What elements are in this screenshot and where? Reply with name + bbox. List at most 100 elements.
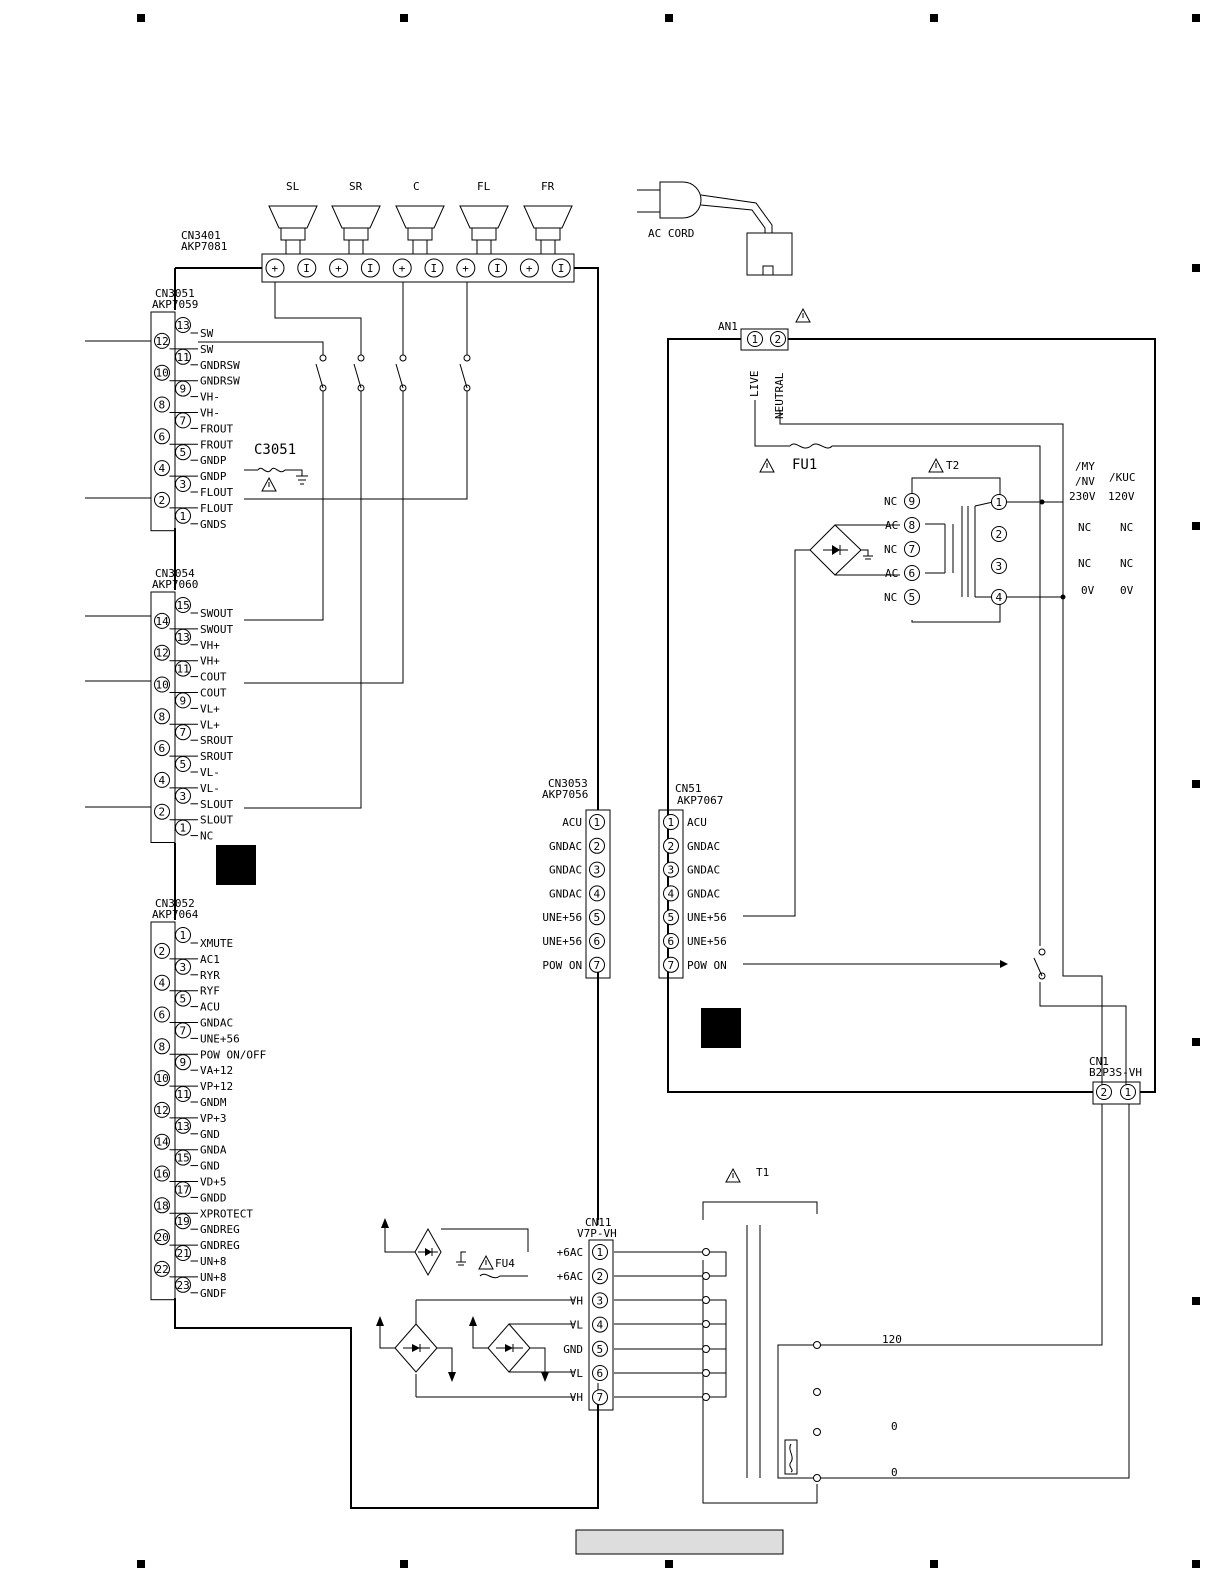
t2-right-pin [991,558,1007,574]
cn3054-pin-number: 3 [180,790,187,803]
cn3053-pin-label: GNDAC [549,887,582,900]
cn3401-part: AKP7081 [181,240,227,253]
cn3051-pin [154,460,170,477]
cn3053-pin-label: UNE+56 [542,911,582,924]
cn3052-pin-number: 11 [177,1088,190,1101]
cn3051-pin [154,364,170,381]
cn3401-terminal-mark: + [399,262,406,275]
cn3053-pin [589,933,605,949]
cn3053-connector: CN3053AKP70561ACU2GNDAC3GNDAC4GNDAC5UNE+… [542,777,611,979]
cn3051-pin [175,317,191,333]
cn3401-terminal [297,258,317,278]
cn3054-pin [175,660,191,677]
cn3052-pin-number: 15 [177,1152,190,1165]
cn3052-pin-number: 8 [159,1040,166,1053]
cn3052-pin-number: 19 [177,1215,190,1228]
c3051-label: C3051 [254,442,296,458]
cn3052-pin-number: 4 [159,977,166,990]
cn51-pin-number: 1 [668,816,675,829]
an1-pin [747,331,763,347]
cn3052-pin-label: GNDAC [200,1017,233,1030]
cn3054-pin-number: 6 [159,742,166,755]
cn3052-pin [175,1181,191,1198]
cn11-pin-label: VH [570,1391,583,1404]
cn3053-pin-number: 5 [594,911,601,924]
cn3054-pin [154,740,170,757]
cn51-pin-label: GNDAC [687,887,720,900]
cn3052-pin-label: VD+5 [200,1176,227,1189]
cn3051-pin-number: 5 [180,446,187,459]
cn3051-pin-label: VH- [200,407,220,420]
cn3401-terminal [519,258,539,278]
cn3401-terminal-mark: I [558,262,565,275]
cn3052-pin-label: UNE+56 [200,1032,240,1045]
t2-right-pin-number: 2 [996,528,1003,541]
cn3054-pin-number: 5 [180,758,187,771]
cn3052-pin [154,1006,170,1023]
cn3054-pin-number: 1 [180,822,187,835]
cn3051-pin [175,476,191,492]
speaker-fr: FR [523,180,573,254]
cn51-part: AKP7067 [677,794,723,807]
cn3051-pin-number: 9 [180,383,187,396]
cn11-pin-number: 7 [597,1391,604,1404]
cn3054-pin-label: VL- [200,766,220,779]
cn3054-connector: CN3054AKP706015SWOUT14SWOUT13VH+12VH+11C… [150,567,233,843]
cn3052-pin-number: 2 [159,945,166,958]
cn3052-pin-number: 14 [156,1136,170,1149]
cn3053-pin [589,956,605,973]
cn3054-pin-label: NC [200,830,213,843]
cn11-pin-number: 5 [597,1343,604,1356]
cn3051-pin-label: FROUT [200,438,233,451]
registration-marks [137,14,1200,1568]
cn3401-terminal [456,258,476,278]
ac-cord-icon: AC CORD [637,181,793,276]
speaker-label: FL [477,180,491,193]
t2-left-pin-number: 5 [909,591,916,604]
cn3051-pin-label: GNDRSW [200,359,240,372]
cn3052-pin-number: 13 [177,1120,190,1133]
cn3401-terminal-mark: + [462,262,469,275]
cn51-pin-number: 2 [668,840,675,853]
speaker-label: SL [286,180,300,193]
black-marker-square [701,1008,741,1048]
cn3052-pin [175,1054,191,1071]
cn11-ref: CN11 [585,1216,612,1229]
t2-left-pin-number: 7 [909,543,916,556]
cn3051-pin [154,491,170,508]
cn3052-pin-number: 12 [156,1104,169,1117]
cn3054-pin-label: SROUT [200,734,233,747]
cn3054-pin-label: SROUT [200,750,233,763]
cn3054-pin [175,628,191,645]
cn51-pin-label: GNDAC [687,864,720,877]
cn3401-terminal [392,258,412,278]
t1-ref: T1 [756,1166,769,1179]
cn3052-pin [154,1101,170,1118]
cn3054-pin-label: SWOUT [200,623,233,636]
cn3052-pin-number: 17 [177,1183,190,1196]
cn3401-terminal [360,258,380,278]
cn11-pin [592,1389,608,1406]
cn51-pin-label: UNE+56 [687,935,727,948]
cn3054-pin-number: 10 [156,679,169,692]
cn3054-pin-label: VH+ [200,639,220,652]
cn3052-pin-label: RYF [200,985,220,998]
cn51-pin-number: 6 [668,935,675,948]
vt-col2-head: /KUC [1109,471,1136,484]
cn3052-pin-label: POW ON/OFF [200,1048,266,1061]
cn3052-pin [154,1038,170,1055]
cn3054-pin-label: VL+ [200,702,220,715]
cn3052-pin-label: AC1 [200,953,220,966]
t2-left-pin [904,541,920,557]
cn3051-pin-number: 3 [180,478,187,491]
t2-left-pin-label: NC [884,495,897,508]
cn51-pin [663,933,679,949]
cn3051-pin-number: 4 [159,462,166,475]
cn3052-pin-label: UN+8 [200,1255,227,1268]
t1-tap-120: 120 [882,1333,902,1346]
cn3051-pin-label: VH- [200,391,220,404]
cn3053-pin-number: 6 [594,935,601,948]
cn3054-pin [154,644,170,661]
cn3054-pin-label: SWOUT [200,607,233,620]
